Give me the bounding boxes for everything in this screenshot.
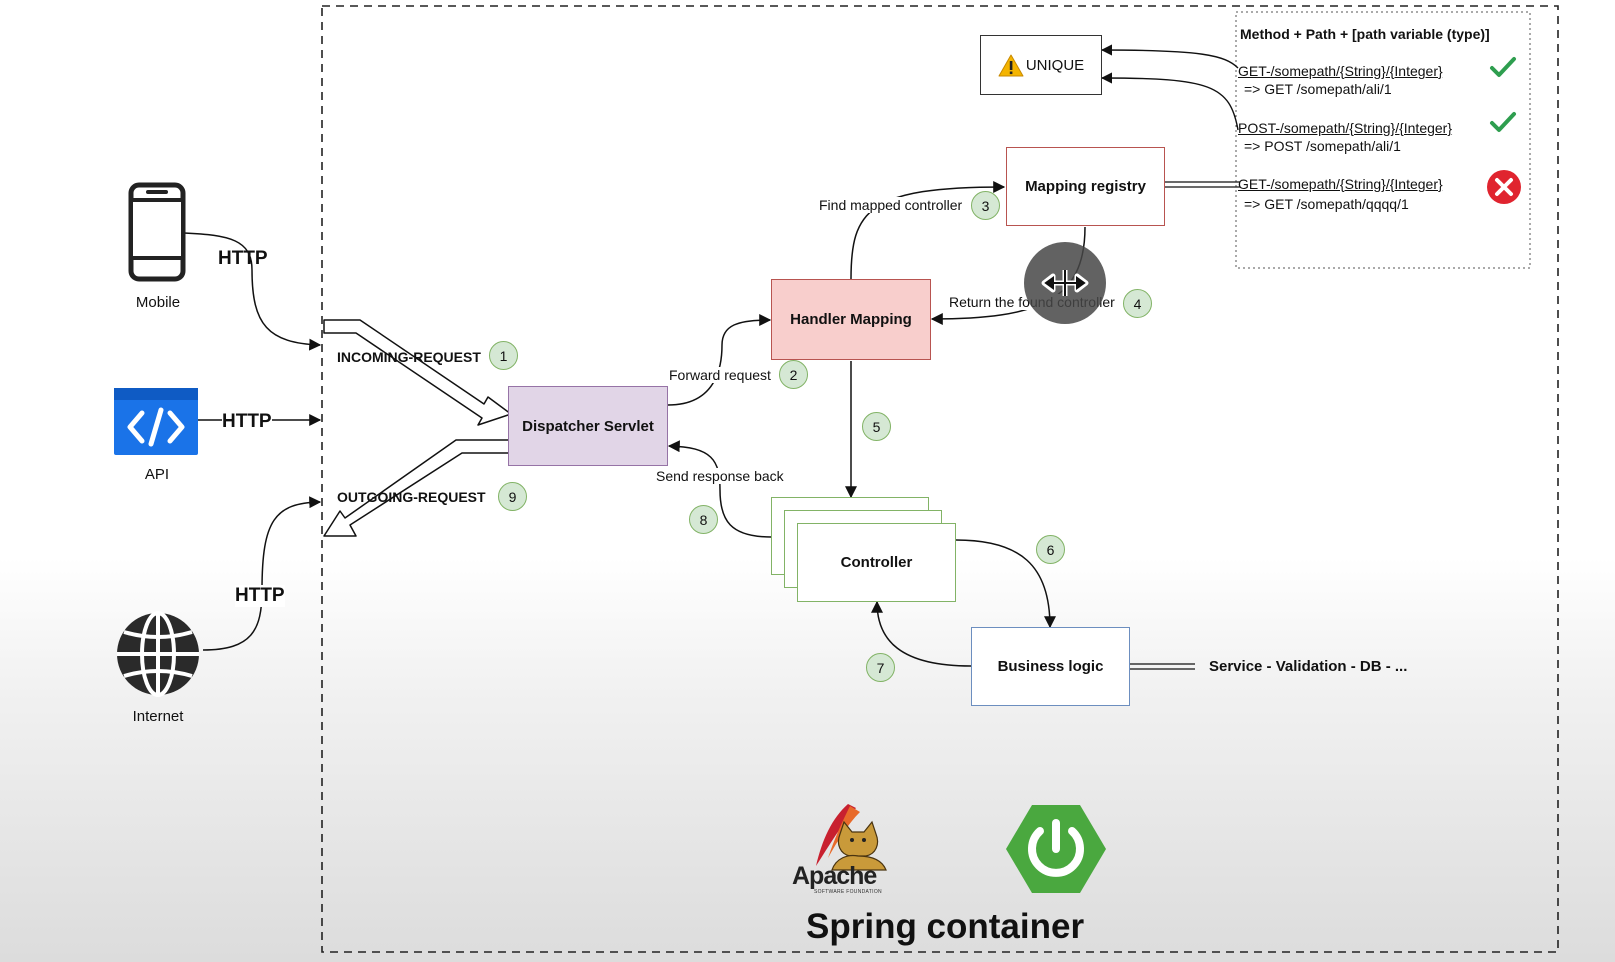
apache-subtitle: SOFTWARE FOUNDATION bbox=[814, 889, 882, 895]
rule-1-path: GET-/somepath/{String}/{Integer} bbox=[1238, 63, 1443, 79]
step-8-badge: 8 bbox=[689, 505, 718, 534]
spring-container-frame bbox=[321, 5, 1559, 953]
services-label: Service - Validation - DB - ... bbox=[1209, 658, 1408, 675]
mobile-caption: Mobile bbox=[135, 294, 181, 311]
rule-2-path: POST-/somepath/{String}/{Integer} bbox=[1238, 120, 1453, 136]
globe-icon bbox=[117, 611, 199, 697]
step-6-badge: 6 bbox=[1036, 535, 1065, 564]
api-caption: API bbox=[144, 466, 170, 483]
internet-client bbox=[114, 610, 202, 703]
rule-3-path: GET-/somepath/{String}/{Integer} bbox=[1238, 176, 1443, 192]
rule-3-cross-icon bbox=[1487, 170, 1521, 204]
apache-logo: Apache SOFTWARE FOUNDATION bbox=[792, 800, 892, 896]
mobile-client bbox=[128, 182, 186, 287]
apache-wordmark: Apache bbox=[792, 862, 877, 890]
internet-caption: Internet bbox=[132, 708, 184, 725]
api-http-label: HTTP bbox=[222, 411, 272, 433]
handler-mapping-node: Handler Mapping bbox=[771, 279, 931, 360]
controller-to-business-connector bbox=[955, 539, 1056, 629]
step-9-badge: 9 bbox=[498, 482, 527, 511]
api-client bbox=[114, 388, 198, 460]
rules-panel-frame bbox=[1235, 11, 1531, 269]
mobile-http-label: HTTP bbox=[218, 248, 268, 269]
controller-node: Controller bbox=[797, 523, 956, 602]
spring-power-icon bbox=[1006, 805, 1106, 893]
rule-2-check-icon bbox=[1490, 112, 1516, 132]
rule-2-pattern: POST-/somepath/{String}/{Integer} bbox=[1238, 120, 1452, 136]
rule-3-example: => GET /somepath/qqqq/1 bbox=[1244, 196, 1409, 212]
rule-2-example: => POST /somepath/ali/1 bbox=[1244, 138, 1401, 154]
rule-1-check-icon bbox=[1490, 57, 1516, 77]
code-icon bbox=[114, 388, 198, 455]
mobile-connector bbox=[183, 232, 322, 351]
step-1-badge: 1 bbox=[489, 341, 518, 370]
drag-cursor-overlay[interactable] bbox=[1024, 242, 1106, 324]
find-controller-label: Find mapped controller bbox=[819, 197, 963, 213]
rule-1-pattern: GET-/somepath/{String}/{Integer} bbox=[1238, 63, 1443, 79]
unique-node: UNIQUE bbox=[980, 35, 1102, 95]
move-cursor-icon bbox=[1041, 270, 1089, 296]
step-5-badge: 5 bbox=[862, 412, 891, 441]
mapping-registry-node: Mapping registry bbox=[1006, 147, 1165, 226]
outgoing-request-label: OUTGOING-REQUEST bbox=[337, 489, 486, 505]
forward-request-label: Forward request bbox=[669, 367, 771, 383]
step-7-badge: 7 bbox=[866, 653, 895, 682]
dispatcher-servlet-node: Dispatcher Servlet bbox=[508, 386, 668, 466]
step-3-badge: 3 bbox=[971, 191, 1000, 220]
response-back-connector bbox=[667, 440, 772, 538]
incoming-request-label: INCOMING-REQUEST bbox=[337, 349, 481, 365]
incoming-request-arrow bbox=[323, 319, 512, 426]
mobile-phone-icon bbox=[128, 182, 186, 282]
rule1-to-unique bbox=[1100, 44, 1239, 69]
send-response-label: Send response back bbox=[656, 468, 784, 484]
internet-http-label: HTTP bbox=[235, 585, 285, 607]
internet-connector bbox=[202, 496, 322, 651]
apache-feather-icon bbox=[816, 804, 887, 871]
unique-label: UNIQUE bbox=[1025, 56, 1085, 74]
rule-1-example: => GET /somepath/ali/1 bbox=[1244, 81, 1392, 97]
business-link bbox=[1129, 663, 1195, 670]
spring-container-title: Spring container bbox=[806, 907, 1085, 946]
rules-panel-title: Method + Path + [path variable (type)] bbox=[1240, 26, 1490, 42]
outgoing-request-arrow bbox=[323, 439, 511, 537]
spring-logo bbox=[1004, 803, 1108, 900]
rule2-to-unique bbox=[1100, 72, 1239, 131]
registry-link bbox=[1163, 181, 1240, 188]
step-2-badge: 2 bbox=[779, 360, 808, 389]
business-logic-node: Business logic bbox=[971, 627, 1130, 706]
step-4-badge: 4 bbox=[1123, 289, 1152, 318]
warning-icon bbox=[998, 54, 1024, 76]
business-to-controller-connector bbox=[871, 600, 972, 667]
forward-request-connector bbox=[667, 314, 772, 406]
rule-3-pattern: GET-/somepath/{String}/{Integer} bbox=[1238, 176, 1443, 192]
